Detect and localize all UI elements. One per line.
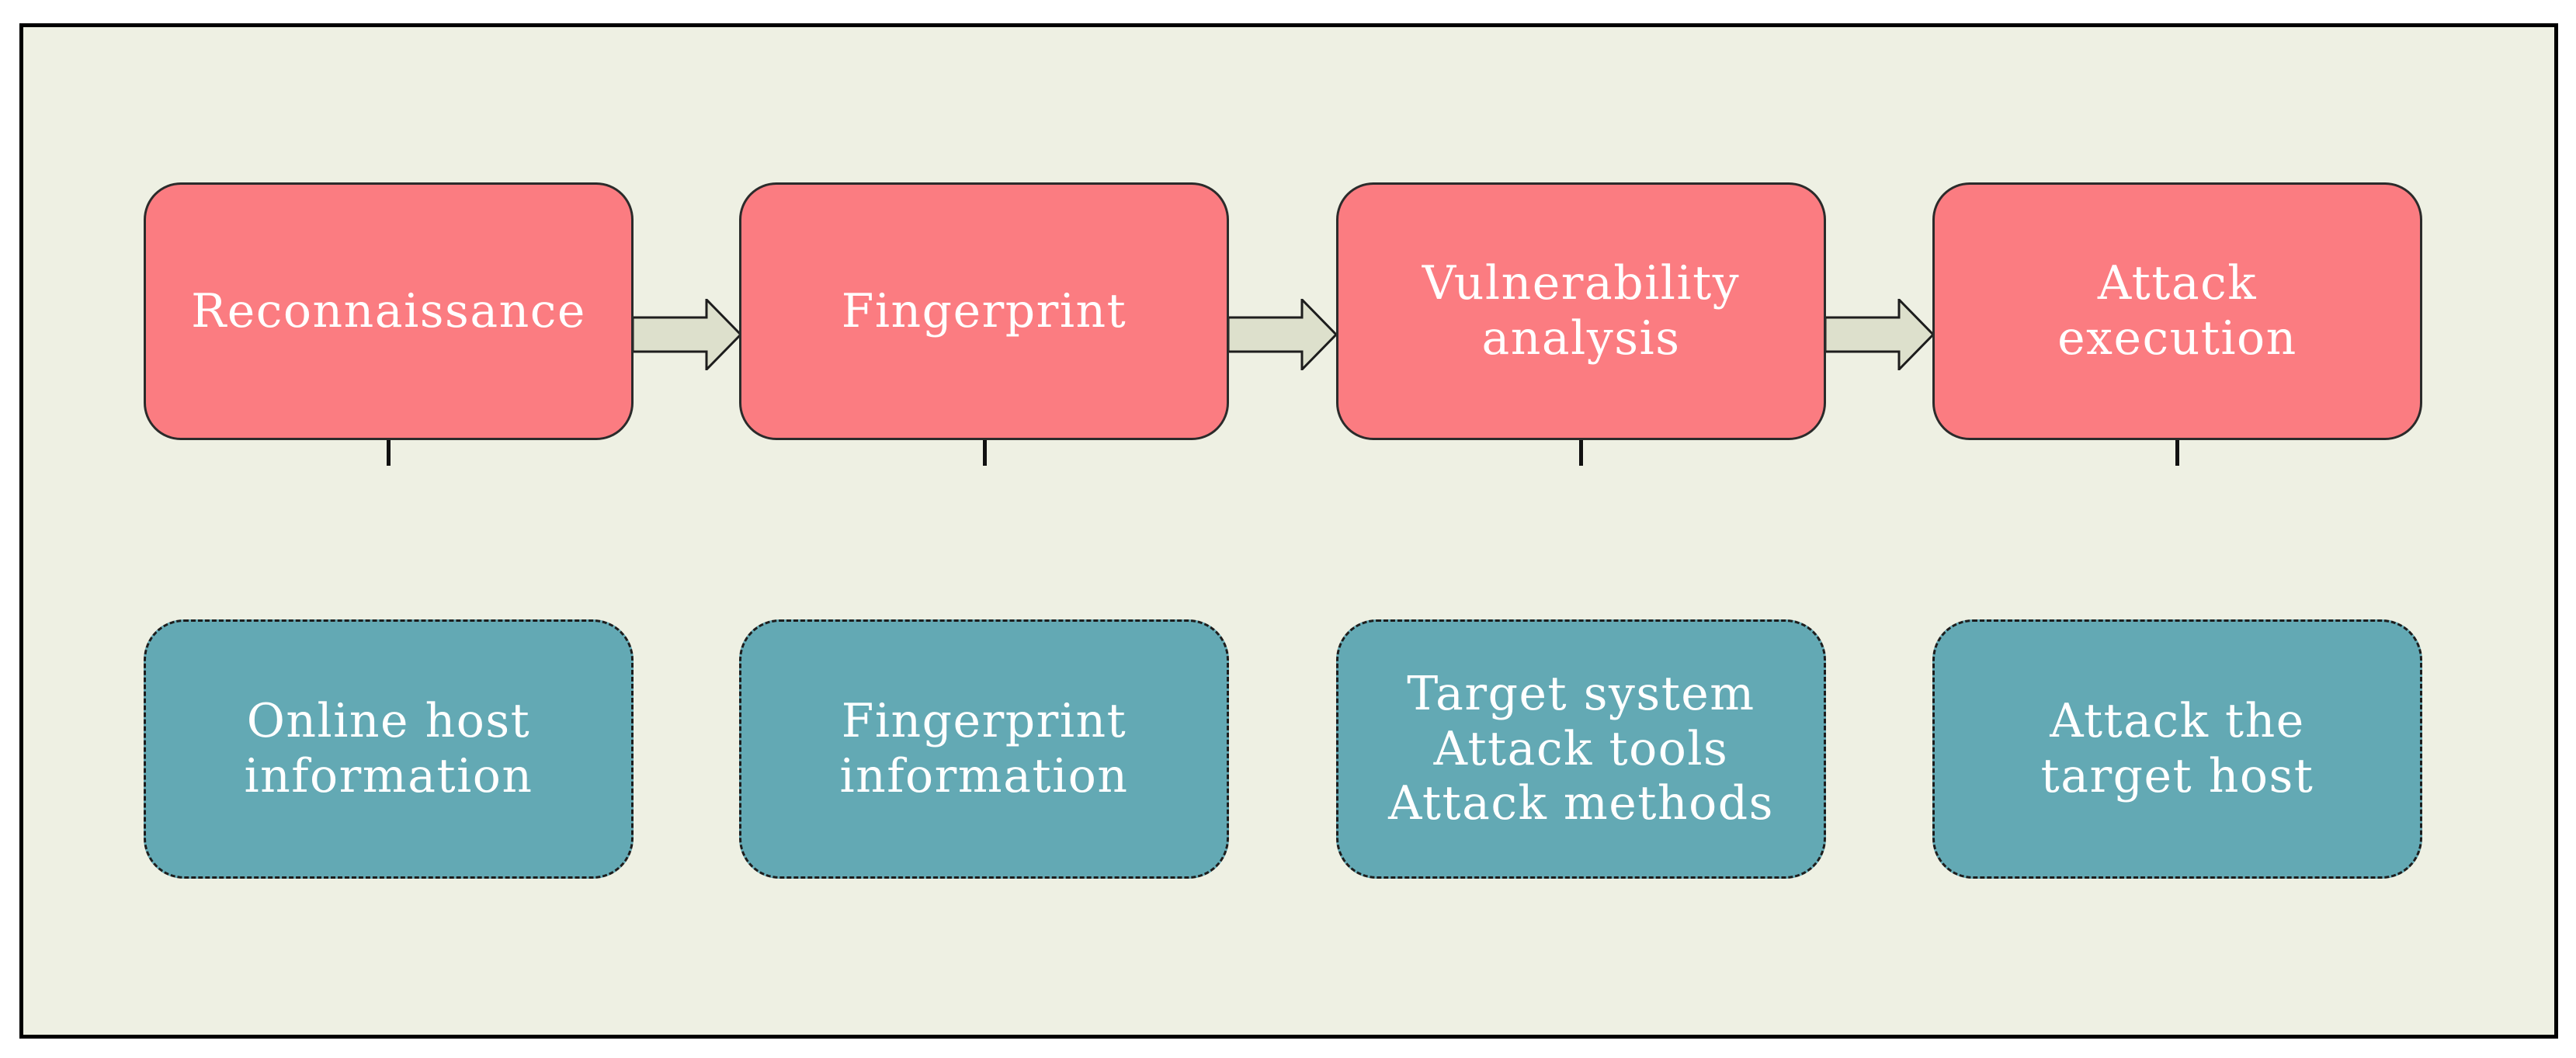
output-node-label: Online host information	[244, 694, 533, 803]
output-node-attack-target-host[interactable]: Attack the target host	[1932, 619, 2422, 879]
stage-node-vulnerability-analysis[interactable]: Vulnerability analysis	[1336, 182, 1826, 440]
stage-node-attack-execution[interactable]: Attack execution	[1932, 182, 2422, 440]
stage-node-label: Fingerprint	[841, 283, 1127, 338]
arrow-recon-to-fingerprint	[632, 299, 742, 370]
output-node-label: Attack the target host	[2040, 694, 2314, 803]
stage-node-reconnaissance[interactable]: Reconnaissance	[144, 182, 634, 440]
stage-node-label: Attack execution	[2057, 256, 2297, 366]
arrow-fingerprint-to-vulnerability	[1227, 299, 1338, 370]
diagram-frame: Reconnaissance Fingerprint Vulnerability…	[19, 23, 2558, 1039]
output-node-attack-assets[interactable]: Target system Attack tools Attack method…	[1336, 619, 1826, 879]
output-node-label: Fingerprint information	[839, 694, 1129, 803]
stage-node-fingerprint[interactable]: Fingerprint	[739, 182, 1229, 440]
arrow-vulnerability-to-attack	[1824, 299, 1935, 370]
stage-node-label: Reconnaissance	[191, 283, 586, 338]
output-node-online-host-information[interactable]: Online host information	[144, 619, 634, 879]
stage-node-label: Vulnerability analysis	[1422, 256, 1741, 366]
output-node-fingerprint-information[interactable]: Fingerprint information	[739, 619, 1229, 879]
output-node-label: Target system Attack tools Attack method…	[1388, 666, 1774, 831]
